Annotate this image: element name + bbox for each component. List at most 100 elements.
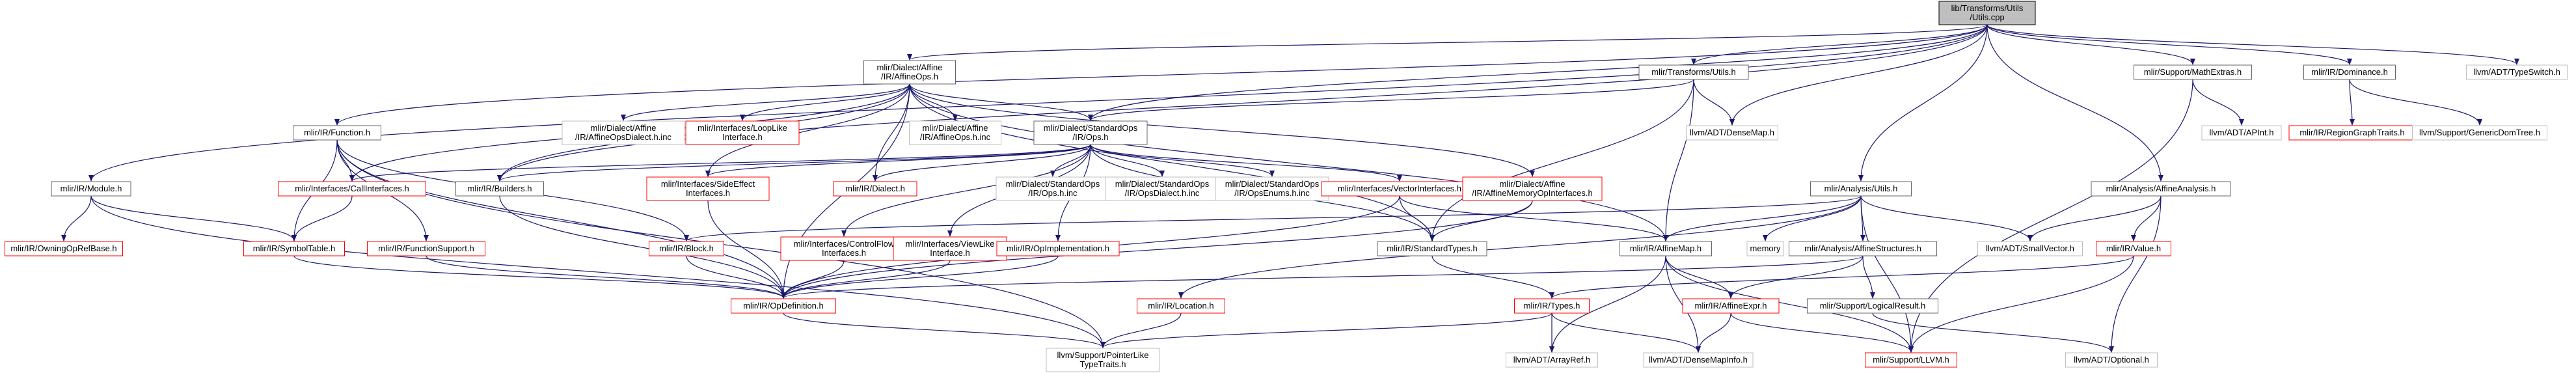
edge-opdefinition-to-pointerlike: [783, 312, 1105, 348]
node-function[interactable]: mlir/IR/Function.h: [293, 125, 381, 141]
edge-transutils-to-densemap: [1693, 79, 1735, 126]
node-box: [5, 241, 123, 256]
edge-root-to-builders: [497, 24, 1988, 182]
node-label: llvm/Support/GenericDomTree.h: [2419, 128, 2540, 137]
node-module[interactable]: mlir/IR/Module.h: [51, 181, 131, 197]
node-box: [455, 181, 544, 197]
node-box: [1620, 241, 1712, 256]
node-label: mlir/IR/Function.h: [304, 128, 370, 137]
node-opdefinition[interactable]: mlir/IR/OpDefinition.h: [731, 298, 836, 314]
edge-affinemap-to-supportllvm: [1665, 255, 1914, 353]
edge-affinestructures-to-affineexpr: [1728, 255, 1864, 299]
node-opsinc: mlir/Dialect/StandardOps/IR/Ops.h.inc: [996, 176, 1110, 201]
edge-affineanalysis-to-smallvector: [2027, 195, 2162, 242]
edge-transutils-to-standardtypes: [1430, 79, 1694, 242]
node-affineops[interactable]: mlir/Dialect/Affine/IR/AffineOps.h: [863, 60, 956, 85]
edge-viewlike-to-opdefinition: [781, 260, 951, 299]
node-label: llvm/ADT/DenseMap.h: [1690, 128, 1774, 137]
node-label: mlir/IR/AffineMap.h: [1630, 243, 1702, 253]
node-types[interactable]: mlir/IR/Types.h: [1514, 298, 1590, 314]
node-box: [1046, 348, 1160, 372]
node-label: mlir/IR/Dominance.h: [2311, 67, 2388, 77]
node-box: [2201, 125, 2282, 141]
node-stdops[interactable]: mlir/Dialect/StandardOps/IR/Ops.h: [1033, 120, 1148, 145]
node-label: /IR/OpsEnums.h.inc: [1234, 188, 1310, 198]
node-functionsupport[interactable]: mlir/IR/FunctionSupport.h: [367, 241, 485, 256]
edge-opimplementation-to-opdefinition: [781, 255, 1059, 299]
edge-logicalresult-to-optional: [1872, 312, 2114, 353]
node-transutils[interactable]: mlir/Transforms/Utils.h: [1638, 64, 1749, 80]
node-label: mlir/Analysis/AffineAnalysis.h: [2106, 184, 2216, 193]
edge-callinterfaces-to-symboltable: [291, 195, 353, 242]
node-vectorinterfaces[interactable]: mlir/Interfaces/VectorInterfaces.h: [1321, 181, 1478, 197]
edge-affineops-to-affineopsdialect: [621, 83, 910, 121]
node-block[interactable]: mlir/IR/Block.h: [649, 241, 724, 256]
node-memory: memory: [1746, 241, 1784, 256]
node-label: /IR/AffineOpsDialect.h.inc: [575, 132, 671, 142]
node-label: mlir/Dialect/StandardOps: [1225, 179, 1320, 189]
node-affineexpr[interactable]: mlir/IR/AffineExpr.h: [1682, 298, 1780, 314]
edge-affinemap-to-densemapinfo: [1665, 255, 1701, 353]
node-label: mlir/IR/Location.h: [1148, 301, 1213, 311]
node-affineanalysis[interactable]: mlir/Analysis/AffineAnalysis.h: [2091, 181, 2231, 197]
node-dialect[interactable]: mlir/IR/Dialect.h: [833, 181, 917, 197]
node-box: [51, 181, 131, 197]
node-label: mlir/Interfaces/LoopLike: [698, 123, 787, 133]
node-label: lib/Transforms/Utils: [1951, 3, 2024, 13]
edge-root-to-affineanalysis: [1986, 24, 2163, 182]
edge-affineops-to-standardtypes: [909, 83, 1435, 242]
node-box: [996, 176, 1110, 201]
node-dominance[interactable]: mlir/IR/Dominance.h: [2303, 64, 2396, 80]
node-regiongraph[interactable]: mlir/IR/RegionGraphTraits.h: [2288, 125, 2416, 141]
node-label: mlir/Dialect/StandardOps: [1044, 123, 1138, 133]
node-optional: llvm/ADT/Optional.h: [2065, 352, 2158, 368]
node-label: mlir/Dialect/Affine: [591, 123, 657, 133]
node-symboltable[interactable]: mlir/IR/SymbolTable.h: [243, 241, 345, 256]
edge-affinememory-to-opdefinition: [781, 200, 1533, 299]
edge-affinemap-to-affineexpr: [1665, 255, 1733, 299]
edge-affineanalysis-to-optional: [2109, 195, 2162, 353]
edge-affineops-to-affinememory: [909, 83, 1535, 177]
node-label: mlir/Interfaces/ControlFlow: [794, 239, 895, 249]
node-callinterfaces[interactable]: mlir/Interfaces/CallInterfaces.h: [278, 181, 426, 197]
node-value[interactable]: mlir/IR/Value.h: [2096, 241, 2171, 256]
edge-root-to-analysisutils: [1858, 24, 1988, 182]
node-supportllvm[interactable]: mlir/Support/LLVM.h: [1865, 352, 1957, 368]
node-smallvector: llvm/ADT/SmallVector.h: [1977, 241, 2083, 256]
node-box: [1215, 176, 1329, 201]
edge-stdops-to-opsenumsinc: [1090, 144, 1275, 177]
node-affinemap[interactable]: mlir/IR/AffineMap.h: [1620, 241, 1712, 256]
node-standardtypes[interactable]: mlir/IR/StandardTypes.h: [1377, 241, 1487, 256]
node-affinememory[interactable]: mlir/Dialect/Affine/IR/AffineMemoryOpInt…: [1462, 176, 1603, 201]
node-builders[interactable]: mlir/IR/Builders.h: [455, 181, 544, 197]
node-mathextras[interactable]: mlir/Support/MathExtras.h: [2134, 64, 2252, 80]
edge-analysisutils-to-block: [684, 195, 1862, 242]
node-box: [833, 181, 917, 197]
node-label: llvm/ADT/SmallVector.h: [1986, 243, 2074, 253]
node-label: mlir/IR/Block.h: [659, 243, 714, 253]
edge-dominance-to-regiongraph: [2349, 79, 2355, 126]
edge-vectorinterfaces-to-affinemap: [1399, 195, 1668, 242]
node-densemap: llvm/ADT/DenseMap.h: [1686, 125, 1778, 141]
edge-stdops-to-opsdialectinc: [1090, 144, 1165, 177]
node-box: [2091, 181, 2231, 197]
node-root[interactable]: lib/Transforms/Utils/Utils.cpp: [1938, 1, 2036, 25]
node-opimplementation[interactable]: mlir/IR/OpImplementation.h: [996, 241, 1120, 256]
node-label: TypeTraits.h: [1079, 359, 1126, 369]
edge-affinestructures-to-logicalresult: [1862, 255, 1875, 299]
node-label: mlir/IR/RegionGraphTraits.h: [2299, 128, 2404, 137]
edge-affinestructures-to-opdefinition: [781, 255, 1864, 299]
node-location[interactable]: mlir/IR/Location.h: [1137, 298, 1225, 314]
node-owningopref[interactable]: mlir/IR/OwningOpRefBase.h: [5, 241, 123, 256]
node-logicalresult[interactable]: mlir/Support/LogicalResult.h: [1807, 298, 1938, 314]
node-label: /IR/OpsDialect.h.inc: [1125, 188, 1200, 198]
node-apint: llvm/ADT/APInt.h: [2201, 125, 2282, 141]
node-affinestructures[interactable]: mlir/Analysis/AffineStructures.h: [1789, 241, 1937, 256]
node-box: [1643, 352, 1754, 368]
node-analysisutils[interactable]: mlir/Analysis/Utils.h: [1810, 181, 1912, 197]
node-box: [780, 236, 908, 261]
